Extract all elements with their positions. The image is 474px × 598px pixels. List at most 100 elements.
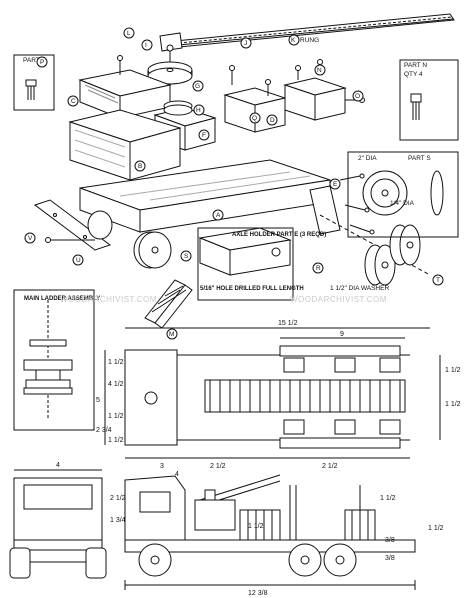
- svg-text:B: B: [138, 163, 142, 170]
- svg-text:S: S: [184, 253, 189, 260]
- svg-text:I: I: [145, 42, 147, 49]
- svg-text:O: O: [355, 93, 360, 100]
- part-n-detail: [399, 59, 459, 141]
- main-ladder-assembly: [13, 289, 95, 431]
- watermark-left: WOODARCHIVIST.COM: [60, 295, 157, 304]
- dim-bottom-c: 2 1/2: [322, 463, 338, 470]
- wheel-front: [133, 231, 172, 269]
- svg-text:Q: Q: [252, 115, 257, 122]
- callout-a: A: [212, 209, 224, 221]
- dim-side-overall: 12 3/8: [248, 590, 268, 597]
- part-callouts: I J K L G C H F B D N O Q A E T R U V S …: [24, 27, 444, 340]
- svg-text:G: G: [195, 83, 200, 90]
- dim-right-a: 1 1/2: [445, 367, 461, 374]
- ladder-boom: [159, 13, 455, 52]
- callout-o: O: [352, 90, 364, 102]
- side-rail: [309, 185, 341, 235]
- svg-text:A: A: [216, 212, 221, 219]
- washer-note: 1 1/2" DIA WASHER: [330, 285, 389, 292]
- callout-e: E: [329, 178, 341, 190]
- svg-text:E: E: [333, 181, 338, 188]
- svg-text:L: L: [127, 30, 131, 37]
- svg-text:K: K: [291, 37, 296, 44]
- callout-c: C: [67, 95, 79, 107]
- svg-text:D: D: [270, 117, 275, 124]
- dim-side-angle: 4: [175, 471, 179, 478]
- side-elevation: [124, 474, 416, 590]
- svg-text:M: M: [169, 331, 174, 338]
- callout-k: K: [288, 34, 300, 46]
- rung-label: RUNG: [300, 37, 319, 44]
- svg-text:H: H: [196, 107, 201, 114]
- main-deck: [79, 159, 331, 233]
- callout-h: H: [193, 104, 205, 116]
- dim-left-e: 2 3/4: [96, 427, 112, 434]
- exploded-view: [13, 13, 459, 329]
- dim-left-a: 1 1/2: [108, 359, 124, 366]
- dim-bottom-a: 3: [160, 463, 164, 470]
- main-ladder-label: MAIN LADDER ASSEMBLY: [24, 296, 100, 302]
- svg-text:T: T: [436, 277, 440, 284]
- callout-l: L: [123, 27, 135, 39]
- svg-text:P: P: [40, 59, 44, 66]
- part-p-detail: [13, 54, 55, 111]
- callout-p: P: [36, 56, 48, 68]
- callout-n: N: [314, 64, 326, 76]
- svg-text:C: C: [71, 98, 76, 105]
- dim-side-e: 1 1/2: [428, 525, 444, 532]
- callout-q: Q: [249, 112, 261, 124]
- pin-i: [166, 44, 174, 62]
- dim-top-inner: 9: [340, 331, 344, 338]
- dim-left-c: 5: [96, 397, 100, 404]
- quarter-dia-label: 1/4" DIA: [390, 200, 415, 207]
- dim-side-a: 4: [56, 462, 60, 469]
- wheel-rear-left: [87, 210, 113, 240]
- dim-side-h: 1 1/2: [248, 523, 264, 530]
- callout-b: B: [134, 160, 146, 172]
- callout-g: G: [192, 80, 204, 92]
- dim-side-g: 3/8: [385, 555, 395, 562]
- callout-s: S: [180, 250, 192, 262]
- bumper-u: [33, 199, 112, 251]
- callout-t: T: [432, 274, 444, 286]
- part-p-label: PART P: [23, 57, 46, 64]
- dim-left-b: 4 1/2: [108, 381, 124, 388]
- hole-note: 5/16" HOLE DRILLED FULL LENGTH: [200, 286, 304, 292]
- axle-holder-upper: [223, 87, 287, 133]
- axle-holder-label: AXLE HOLDER PART E (3 REQD): [232, 232, 326, 238]
- part-s-label: PART S: [408, 155, 431, 162]
- dim-side-c: 1 3/4: [110, 517, 126, 524]
- dim-side-d: 1 1/2: [380, 495, 396, 502]
- callout-u: U: [72, 254, 84, 266]
- callout-i: I: [141, 39, 153, 51]
- axle-holder-detail: [197, 227, 294, 301]
- part-s-detail: [347, 151, 459, 238]
- cab-block: [78, 69, 172, 119]
- svg-text:J: J: [244, 40, 247, 47]
- dim-side-f: 3/8: [385, 537, 395, 544]
- svg-text:F: F: [202, 132, 206, 139]
- callout-v: V: [24, 232, 36, 244]
- dim-right-b: 1 1/2: [445, 401, 461, 408]
- callout-r: R: [312, 262, 324, 274]
- svg-text:N: N: [317, 67, 322, 74]
- callout-m: M: [166, 328, 178, 340]
- dim-top-overall: 15 1/2: [278, 320, 298, 327]
- two-dia-label: 2" DIA: [358, 155, 377, 162]
- dim-bottom-b: 2 1/2: [210, 463, 226, 470]
- ladder-flat: [144, 279, 193, 329]
- callout-j: J: [240, 37, 252, 49]
- turntable-disc: [147, 61, 193, 85]
- part-n-label: PART N: [404, 62, 427, 69]
- front-view: [9, 469, 107, 579]
- wheel-pair-right: [364, 224, 421, 286]
- dim-left-f: 1 1/2: [108, 437, 124, 444]
- dim-side-b: 2 1/2: [110, 495, 126, 502]
- svg-text:U: U: [76, 257, 81, 264]
- plan-view: [104, 327, 441, 459]
- watermark-right: WOODARCHIVIST.COM: [290, 295, 387, 304]
- dim-left-d: 1 1/2: [108, 413, 124, 420]
- svg-text:V: V: [28, 235, 33, 242]
- callout-f: F: [198, 129, 210, 141]
